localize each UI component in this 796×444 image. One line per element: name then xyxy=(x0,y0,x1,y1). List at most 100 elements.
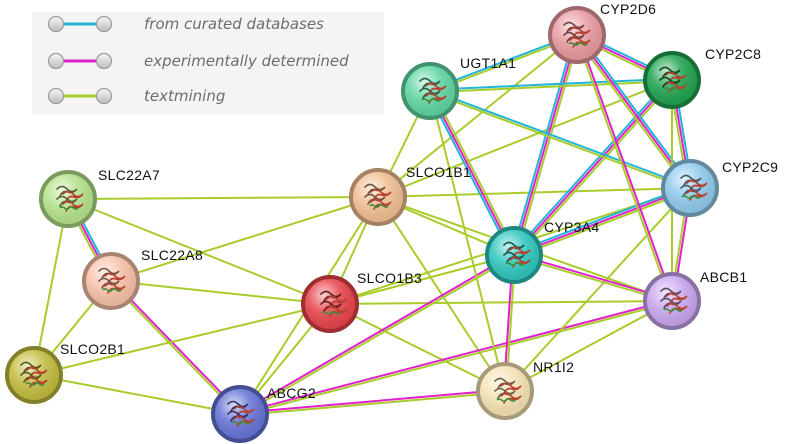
edge-SLCO1B1-CYP2D6 xyxy=(377,34,578,198)
node-label-cyp3a4: CYP3A4 xyxy=(544,219,600,235)
node-cyp2c9[interactable]: CYP2C9 xyxy=(661,159,778,217)
protein-strand xyxy=(425,82,447,94)
protein-strand xyxy=(62,190,84,202)
protein-structure-icon xyxy=(503,241,531,268)
edge-line-textmining xyxy=(109,280,241,416)
protein-strand xyxy=(370,198,392,210)
edge-line-textmining xyxy=(574,34,672,303)
edge-SLC22A8-ABCG2 xyxy=(109,279,242,416)
node-abcb1[interactable]: ABCB1 xyxy=(643,269,747,330)
edge-CYP3A4-CYP2C8 xyxy=(511,77,675,258)
edge-line-textmining xyxy=(33,374,241,415)
protein-strand xyxy=(26,376,48,388)
protein-structure-icon xyxy=(563,21,591,48)
protein-helix xyxy=(59,206,79,210)
protein-structure-icon xyxy=(494,377,522,404)
node-cyp3a4[interactable]: CYP3A4 xyxy=(485,219,600,284)
node-label-nr1i2: NR1I2 xyxy=(533,359,574,375)
edge-line-curated xyxy=(426,91,513,258)
protein-strand xyxy=(326,305,348,317)
protein-helix xyxy=(568,42,588,46)
node-ugt1a1[interactable]: UGT1A1 xyxy=(401,55,516,120)
edge-ABCG2-ABCB1 xyxy=(238,298,674,417)
edge-NR1I2-CYP2C9 xyxy=(504,187,691,392)
node-slco1b3[interactable]: SLCO1B3 xyxy=(301,270,422,333)
edge-CYP2D6-ABCB1 xyxy=(574,33,675,303)
protein-structure-icon xyxy=(227,400,255,427)
protein-strand xyxy=(666,292,688,304)
edge-ABCG2-NR1I2 xyxy=(238,388,507,417)
edge-line-curated xyxy=(577,32,693,188)
edge-SLC22A7-SLCO2B1 xyxy=(33,198,69,376)
edge-UGT1A1-CYP2C9 xyxy=(428,88,692,191)
edge-line-textmining xyxy=(329,254,515,305)
edge-line-textmining xyxy=(504,187,691,392)
legend-ball-icon xyxy=(47,87,65,105)
node-label-slco2b1: SLCO2B1 xyxy=(60,341,125,357)
edge-SLCO1B1-NR1I2 xyxy=(377,196,506,392)
protein-helix xyxy=(505,262,525,266)
protein-strand xyxy=(569,26,591,38)
edge-SLCO1B1-CYP2C8 xyxy=(377,79,673,198)
edge-line-textmining xyxy=(514,80,675,258)
node-cyp2d6[interactable]: CYP2D6 xyxy=(548,1,656,64)
edge-line-textmining xyxy=(504,300,673,392)
node-slco2b1[interactable]: SLCO2B1 xyxy=(5,341,125,404)
legend-ball-icon xyxy=(95,15,113,33)
edge-NR1I2-UGT1A1 xyxy=(429,90,506,392)
protein-strand xyxy=(500,382,522,394)
protein-helix xyxy=(496,398,516,402)
node-label-abcb1: ABCB1 xyxy=(700,269,747,285)
edge-line-textmining xyxy=(239,301,674,417)
protein-helix xyxy=(663,87,683,91)
node-label-slco1b1: SLCO1B1 xyxy=(406,164,471,180)
protein-helix xyxy=(369,204,389,208)
node-highlight xyxy=(353,172,403,222)
edge-line-experimental xyxy=(577,33,675,302)
edge-SLCO1B3-CYP3A4 xyxy=(329,254,515,305)
edge-line-curated xyxy=(510,33,576,256)
edge-SLC22A8-SLCO1B3 xyxy=(110,280,331,305)
node-slco1b1[interactable]: SLCO1B1 xyxy=(349,164,471,226)
edge-NR1I2-ABCB1 xyxy=(504,300,673,392)
protein-strand xyxy=(233,405,255,417)
node-label-slco1b3: SLCO1B3 xyxy=(357,270,422,286)
edge-SLCO1B3-ABCB1 xyxy=(329,300,673,305)
protein-strand xyxy=(326,295,348,307)
protein-strand xyxy=(686,179,708,191)
protein-strand xyxy=(686,189,708,201)
node-highlight xyxy=(215,389,265,439)
legend-ball-icon xyxy=(47,15,65,33)
protein-strand xyxy=(569,36,591,48)
protein-helix xyxy=(231,421,251,425)
node-cyp2c8[interactable]: CYP2C8 xyxy=(643,46,761,109)
edge-line-experimental xyxy=(238,298,673,414)
protein-structure-icon xyxy=(419,77,447,104)
node-highlight xyxy=(86,256,136,306)
node-nr1i2[interactable]: NR1I2 xyxy=(476,359,574,420)
node-label-ugt1a1: UGT1A1 xyxy=(460,55,516,71)
protein-helix xyxy=(25,382,45,386)
legend-ball-icon xyxy=(47,52,65,70)
protein-strand xyxy=(26,366,48,378)
protein-strand xyxy=(104,272,126,284)
edge-line-experimental xyxy=(238,252,515,414)
legend: from curated databases experimentally de… xyxy=(32,12,384,114)
edge-line-textmining xyxy=(431,88,518,255)
node-abcg2[interactable]: ABCG2 xyxy=(211,385,316,443)
edge-SLC22A8-SLCO1B1 xyxy=(110,196,379,282)
protein-helix xyxy=(102,288,122,292)
edge-line-textmining xyxy=(329,303,506,392)
node-slc22a7[interactable]: SLC22A7 xyxy=(39,167,160,228)
node-label-slc22a8: SLC22A8 xyxy=(141,247,203,263)
node-slc22a8[interactable]: SLC22A8 xyxy=(82,247,203,310)
protein-helix xyxy=(421,98,441,102)
protein-strand xyxy=(370,188,392,200)
edge-line-experimental xyxy=(513,79,673,256)
legend-label-curated: from curated databases xyxy=(144,15,324,33)
edge-CYP3A4-UGT1A1 xyxy=(426,88,518,258)
edge-line-textmining xyxy=(377,196,506,392)
edge-UGT1A1-CYP2C8 xyxy=(428,77,674,94)
